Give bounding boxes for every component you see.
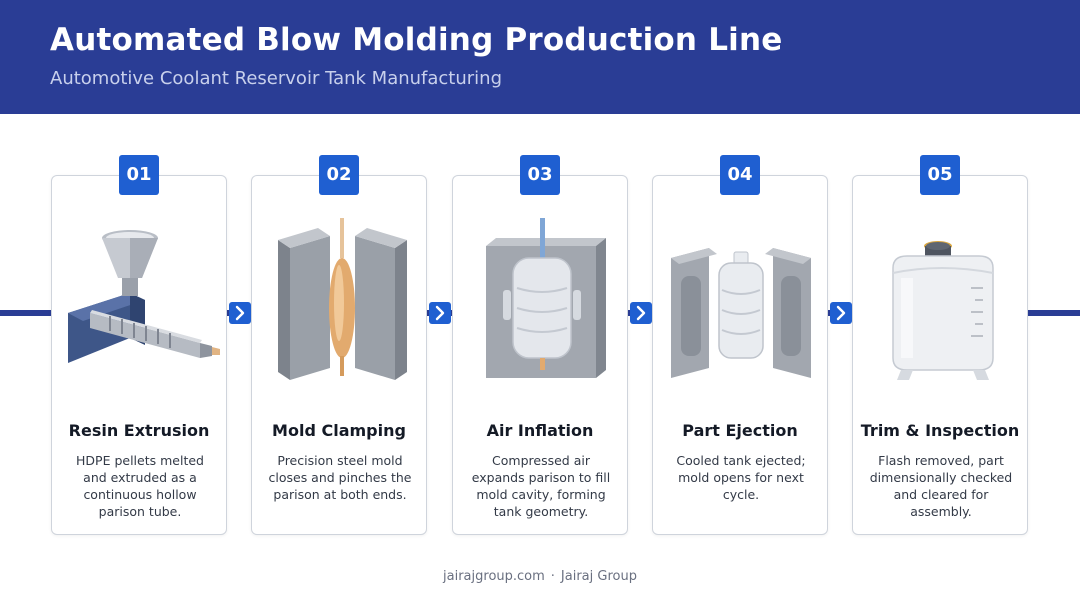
ejection-icon — [671, 248, 811, 378]
step-description: Flash removed, part dimensionally checke… — [869, 453, 1013, 519]
step-description: Compressed air expands parison to fill m… — [471, 453, 611, 519]
step-description: HDPE pellets melted and extruded as a co… — [76, 453, 204, 519]
footer-separator: · — [550, 569, 555, 584]
step-title: Trim & Inspection — [860, 421, 1020, 440]
coolant-tank-icon — [892, 241, 994, 380]
chevron-right-icon — [229, 302, 251, 324]
step-card-2: Mold Clamping Precision steel mold close… — [251, 175, 427, 535]
step-card-1: Resin Extrusion HDPE pellets melted and … — [51, 175, 227, 535]
page-subtitle: Automotive Coolant Reservoir Tank Manufa… — [50, 68, 503, 89]
step-number-badge: 03 — [520, 155, 560, 195]
step-number-badge: 05 — [920, 155, 960, 195]
step-title: Resin Extrusion — [68, 421, 210, 440]
chevron-right-icon — [630, 302, 652, 324]
footer-credit: jairajgroup.com · Jairaj Group — [0, 569, 1080, 584]
step-description: Cooled tank ejected; mold opens for next… — [676, 453, 806, 502]
step-card-3: Air Inflation Compressed air expands par… — [452, 175, 628, 535]
mold-clamp-icon — [278, 218, 407, 380]
step-description: Precision steel mold closes and pinches … — [268, 453, 412, 502]
step-card-4: Part Ejection Cooled tank ejected; mold … — [652, 175, 828, 535]
footer-company: Jairaj Group — [560, 569, 637, 584]
step-title: Air Inflation — [486, 421, 594, 440]
step-number-badge: 02 — [319, 155, 359, 195]
inflation-icon — [486, 218, 606, 378]
footer-site-link[interactable]: jairajgroup.com — [443, 569, 545, 584]
header-banner: Automated Blow Molding Production Line A… — [0, 0, 1080, 114]
chevron-right-icon — [830, 302, 852, 324]
extruder-icon — [68, 230, 220, 363]
step-number-badge: 01 — [119, 155, 159, 195]
page-title: Automated Blow Molding Production Line — [50, 22, 783, 58]
step-number-badge: 04 — [720, 155, 760, 195]
step-title: Part Ejection — [682, 421, 798, 440]
chevron-right-icon — [429, 302, 451, 324]
step-card-5: Trim & Inspection Flash removed, part di… — [852, 175, 1028, 535]
step-title: Mold Clamping — [272, 421, 406, 440]
